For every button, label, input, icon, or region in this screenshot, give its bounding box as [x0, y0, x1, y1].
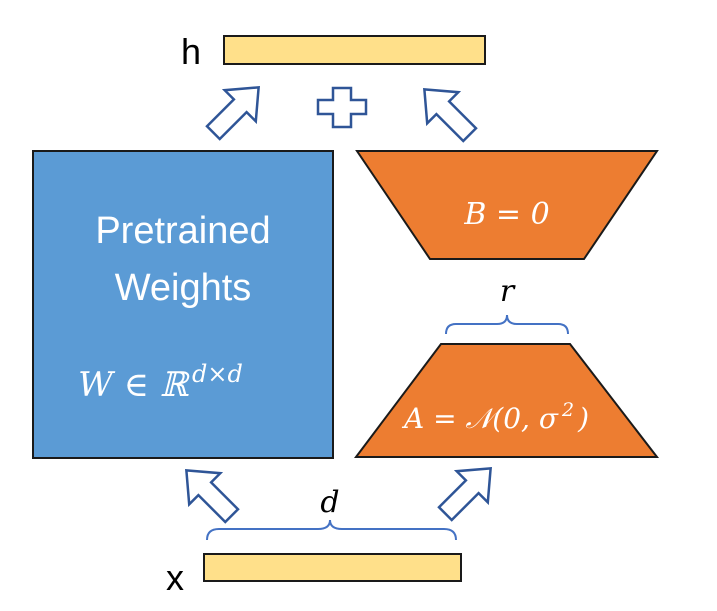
arrow-into-weights-icon	[185, 469, 240, 524]
b-formula: B = 0	[463, 197, 549, 232]
input-vector-x	[203, 553, 462, 582]
r-brace	[445, 314, 569, 335]
pretrained-weights-block	[32, 150, 334, 459]
a-formula: A = 𝒩(0, σ 2 )	[401, 399, 589, 435]
arrow-up-left-icon	[423, 88, 478, 143]
d-label: d	[320, 485, 339, 520]
d-brace	[206, 519, 457, 541]
arrow-up-right-icon	[205, 86, 260, 141]
matrix-b-block	[355, 150, 659, 260]
plus-icon	[316, 86, 368, 129]
output-vector-h	[223, 35, 486, 65]
r-label: r	[500, 274, 516, 309]
pretrained-label: Pretrained	[95, 210, 270, 252]
arrow-into-a-icon	[437, 467, 492, 522]
w-formula: W ∈ ℝ d×d	[78, 360, 243, 405]
matrix-a-block	[353, 343, 660, 458]
x-label: x	[166, 557, 184, 598]
h-label: h	[181, 31, 201, 72]
weights-label: Weights	[115, 267, 252, 309]
